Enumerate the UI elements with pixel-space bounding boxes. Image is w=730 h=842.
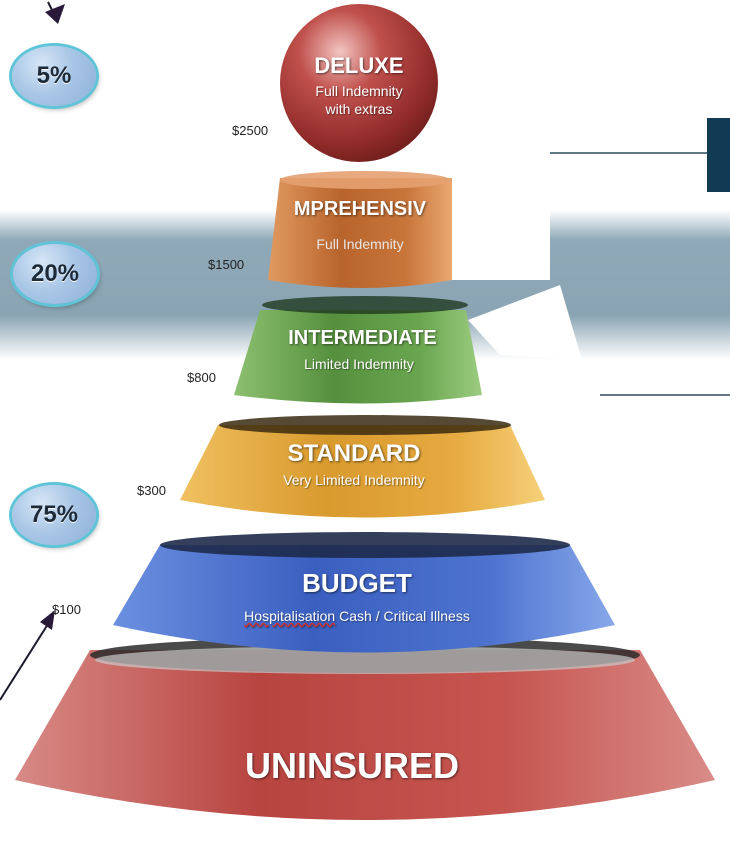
tier-budget-shape <box>113 545 615 653</box>
badge-20-percent: 20% <box>13 244 97 304</box>
tier-standard-subtitle: Very Limited Indemnity <box>283 472 425 488</box>
arrow-bottom-head <box>40 610 55 630</box>
tier-deluxe-title: DELUXE <box>314 53 404 78</box>
tier-intermediate-title: INTERMEDIATE <box>288 327 437 349</box>
callout-label-block <box>707 118 730 192</box>
tier-deluxe-subtitle-1: Full Indemnity <box>315 83 403 99</box>
tier-budget-subtitle: Hospitalisation Cash / Critical Illness <box>0 608 722 624</box>
tier-comprehensive-label: MPREHENSIV Full Indemnity <box>268 198 452 258</box>
price-deluxe: $2500 <box>232 123 269 138</box>
arrow-top-head <box>45 4 65 24</box>
tier-standard-shape <box>180 425 545 518</box>
price-intermediate: $800 <box>187 370 216 385</box>
badge-75-percent: 75% <box>12 485 96 545</box>
price-standard: $300 <box>137 483 166 498</box>
tier-comprehensive-title: MPREHENSIV <box>293 198 427 220</box>
tier-budget-subtitle-part1: Hospitalisation <box>244 608 336 624</box>
tier-uninsured-shape <box>15 650 715 820</box>
tier-standard-title: STANDARD <box>287 440 421 467</box>
tier-deluxe-sphere <box>280 4 438 162</box>
price-budget: $100 <box>52 602 81 617</box>
tier-intermediate-subtitle: Limited Indemnity <box>304 356 414 372</box>
tier-budget-subtitle-part2: Cash / Critical Illness <box>335 608 470 624</box>
callout-box <box>452 200 550 280</box>
tier-intermediate-shape <box>234 310 482 404</box>
price-comprehensive: $1500 <box>208 257 245 272</box>
tier-comprehensive-shape <box>268 178 452 288</box>
tier-uninsured-title: UNINSURED <box>244 745 459 786</box>
arrow-bottom-shaft <box>0 623 49 701</box>
tier-deluxe-subtitle-2: with extras <box>325 101 393 117</box>
tier-comprehensive-subtitle: Full Indemnity <box>316 236 404 252</box>
callout-wedge <box>468 285 582 360</box>
badge-5-percent: 5% <box>12 46 96 106</box>
tier-budget-title: BUDGET <box>302 568 412 598</box>
